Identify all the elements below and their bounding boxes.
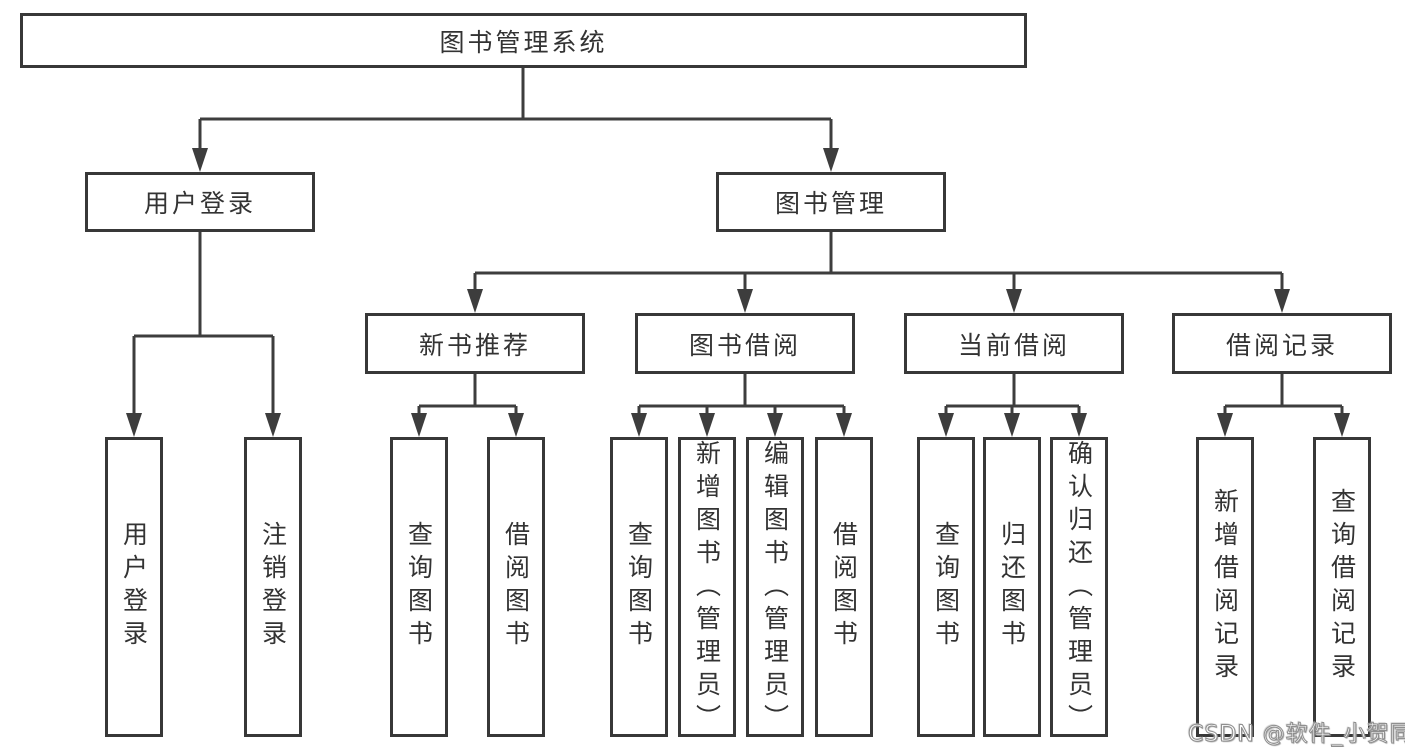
leaf-user-login: 用户登录 xyxy=(105,437,163,737)
leaf-return-books: 归还图书 xyxy=(983,437,1041,737)
node-library-management-system: 图书管理系统 xyxy=(20,13,1027,68)
connector-borrow-records-split xyxy=(1217,374,1350,437)
watermark: CSDN @软件_小贺同学 xyxy=(1188,722,1405,747)
leaf-label: 新增图书（管理员） xyxy=(692,440,722,737)
connector-current-borrow-split xyxy=(938,374,1087,437)
connector-user-login-split xyxy=(126,232,281,437)
node-book-borrow: 图书借阅 xyxy=(635,313,855,374)
arrow-head xyxy=(836,413,852,437)
node-new-book-recommend: 新书推荐 xyxy=(365,313,585,374)
leaf-query-books-recommend: 查询图书 xyxy=(390,437,448,737)
node-user-login: 用户登录 xyxy=(85,172,315,232)
arrow-head xyxy=(699,413,715,437)
arrow-head xyxy=(1004,413,1020,437)
connector-root-split xyxy=(192,68,839,172)
arrow-head xyxy=(467,289,483,313)
leaf-query-borrow-record: 查询借阅记录 xyxy=(1313,437,1371,737)
node-current-borrow: 当前借阅 xyxy=(904,313,1124,374)
leaf-confirm-return-admin: 确认归还（管理员） xyxy=(1050,437,1108,737)
leaf-label: 查询图书 xyxy=(624,521,654,653)
arrow-head xyxy=(737,289,753,313)
arrow-head xyxy=(938,413,954,437)
leaf-label: 新增借阅记录 xyxy=(1210,488,1240,686)
leaf-add-borrow-record: 新增借阅记录 xyxy=(1196,437,1254,737)
leaf-label: 用户登录 xyxy=(119,521,149,653)
arrow-head xyxy=(767,413,783,437)
leaf-label: 注销登录 xyxy=(258,521,288,653)
arrow-head xyxy=(1274,289,1290,313)
arrow-head xyxy=(265,413,281,437)
node-book-management: 图书管理 xyxy=(716,172,946,232)
arrow-head xyxy=(192,148,208,172)
arrow-head xyxy=(823,148,839,172)
arrow-head xyxy=(1006,289,1022,313)
arrow-head xyxy=(1334,413,1350,437)
node-borrow-records: 借阅记录 xyxy=(1172,313,1392,374)
leaf-label: 归还图书 xyxy=(997,521,1027,653)
leaf-borrow-books: 借阅图书 xyxy=(815,437,873,737)
arrow-head xyxy=(508,413,524,437)
connector-new-book-split xyxy=(411,374,524,437)
leaf-label: 查询图书 xyxy=(931,521,961,653)
leaf-logout: 注销登录 xyxy=(244,437,302,737)
leaf-label: 借阅图书 xyxy=(501,521,531,653)
arrow-head xyxy=(631,413,647,437)
arrow-head xyxy=(1071,413,1087,437)
leaf-label: 确认归还（管理员） xyxy=(1064,440,1094,737)
connector-book-borrow-split xyxy=(631,374,852,437)
connector-book-management-split xyxy=(467,232,1290,313)
arrow-head xyxy=(126,413,142,437)
arrow-head xyxy=(1217,413,1233,437)
leaf-label: 编辑图书（管理员） xyxy=(760,440,790,737)
leaf-label: 借阅图书 xyxy=(829,521,859,653)
leaf-label: 查询图书 xyxy=(404,521,434,653)
leaf-query-books-borrow: 查询图书 xyxy=(610,437,668,737)
arrow-head xyxy=(411,413,427,437)
leaf-add-book-admin: 新增图书（管理员） xyxy=(678,437,736,737)
leaf-borrow-books-recommend: 借阅图书 xyxy=(487,437,545,737)
leaf-query-books-current: 查询图书 xyxy=(917,437,975,737)
leaf-label: 查询借阅记录 xyxy=(1327,488,1357,686)
leaf-edit-book-admin: 编辑图书（管理员） xyxy=(746,437,804,737)
